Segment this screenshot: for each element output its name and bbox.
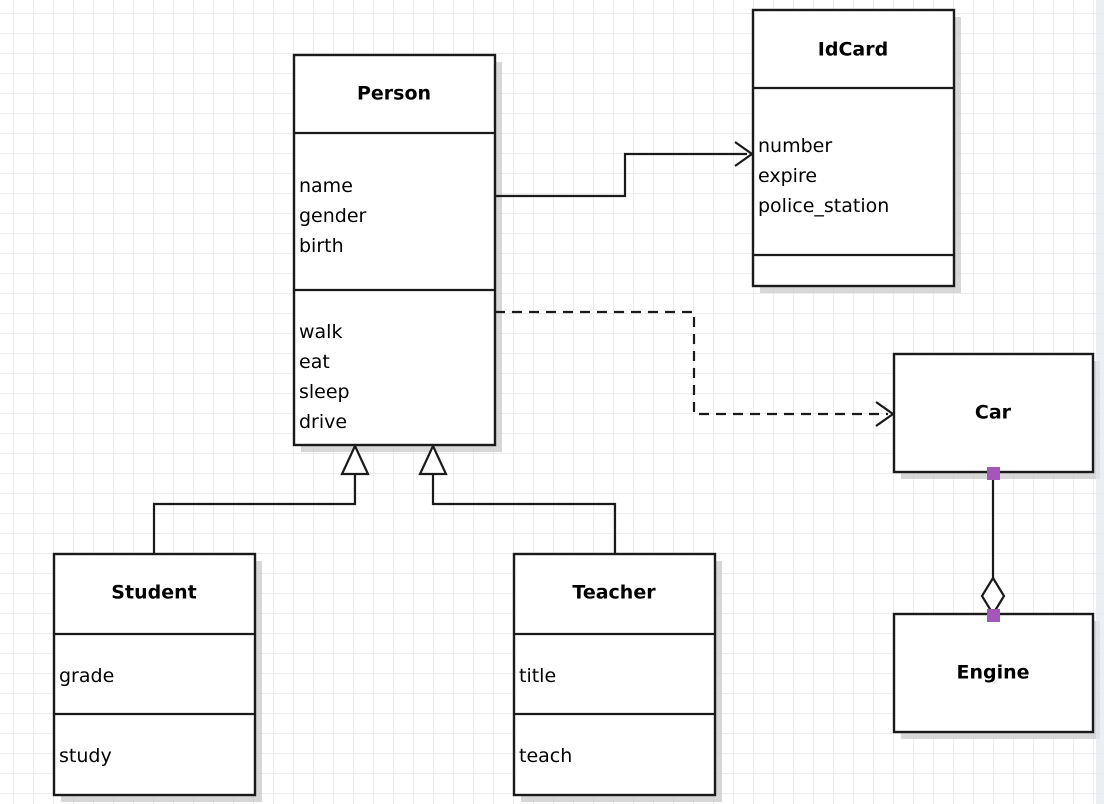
person-attr-0: name bbox=[299, 175, 353, 197]
engine-title: Engine bbox=[956, 662, 1029, 684]
person-op-0: walk bbox=[299, 321, 342, 343]
idcard-attr-2: police_station bbox=[758, 195, 889, 217]
person-op-1: eat bbox=[299, 351, 330, 373]
class-node-engine[interactable]: Engine bbox=[892, 612, 1100, 739]
idcard-title: IdCard bbox=[818, 39, 888, 61]
student-title: Student bbox=[111, 582, 196, 604]
relation-person-idcard[interactable] bbox=[495, 141, 754, 198]
person-op-3: drive bbox=[299, 411, 347, 433]
canvas-right-edge-strip bbox=[1096, 0, 1104, 804]
student-attr-0: grade bbox=[59, 665, 114, 687]
car-engine-endpoint-bottom[interactable] bbox=[987, 609, 1000, 622]
idcard-attr-1: expire bbox=[758, 165, 817, 187]
person-attr-2: birth bbox=[299, 235, 344, 257]
student-box[interactable] bbox=[52, 552, 257, 797]
teacher-op-0: teach bbox=[519, 745, 572, 767]
relation-person-car[interactable] bbox=[495, 310, 895, 427]
teacher-attr-0: title bbox=[519, 665, 556, 687]
relation-car-engine[interactable] bbox=[980, 467, 1006, 622]
teacher-person-triangle-icon bbox=[418, 443, 448, 476]
person-title: Person bbox=[357, 83, 431, 105]
person-attr-1: gender bbox=[299, 205, 367, 227]
person-car-line[interactable] bbox=[495, 310, 888, 416]
relation-student-person[interactable] bbox=[152, 443, 370, 554]
person-idcard-line[interactable] bbox=[495, 152, 747, 198]
car-title: Car bbox=[975, 402, 1012, 424]
person-idcard-arrowhead-icon bbox=[734, 141, 754, 167]
student-person-triangle-icon bbox=[340, 443, 370, 476]
relation-teacher-person[interactable] bbox=[418, 443, 617, 554]
idcard-attr-0: number bbox=[758, 135, 832, 157]
teacher-person-line[interactable] bbox=[431, 472, 617, 554]
person-car-arrowhead-icon bbox=[875, 401, 895, 427]
student-op-0: study bbox=[59, 745, 112, 767]
car-engine-endpoint-top[interactable] bbox=[987, 467, 1000, 480]
class-node-car[interactable]: Car bbox=[892, 352, 1100, 479]
teacher-box[interactable] bbox=[512, 552, 717, 797]
engine-box[interactable] bbox=[892, 612, 1095, 734]
class-node-person[interactable]: Person name gender birth walk eat sleep … bbox=[292, 53, 502, 452]
person-op-2: sleep bbox=[299, 381, 350, 403]
person-box[interactable] bbox=[292, 53, 497, 447]
class-node-idcard[interactable]: IdCard number expire police_station bbox=[751, 8, 961, 293]
student-person-line[interactable] bbox=[152, 472, 357, 554]
car-engine-diamond-icon bbox=[980, 575, 1006, 617]
car-box[interactable] bbox=[892, 352, 1095, 474]
idcard-box[interactable] bbox=[751, 8, 956, 288]
teacher-title: Teacher bbox=[572, 582, 656, 604]
class-node-teacher[interactable]: Teacher title teach bbox=[512, 552, 722, 802]
class-node-student[interactable]: Student grade study bbox=[52, 552, 262, 802]
